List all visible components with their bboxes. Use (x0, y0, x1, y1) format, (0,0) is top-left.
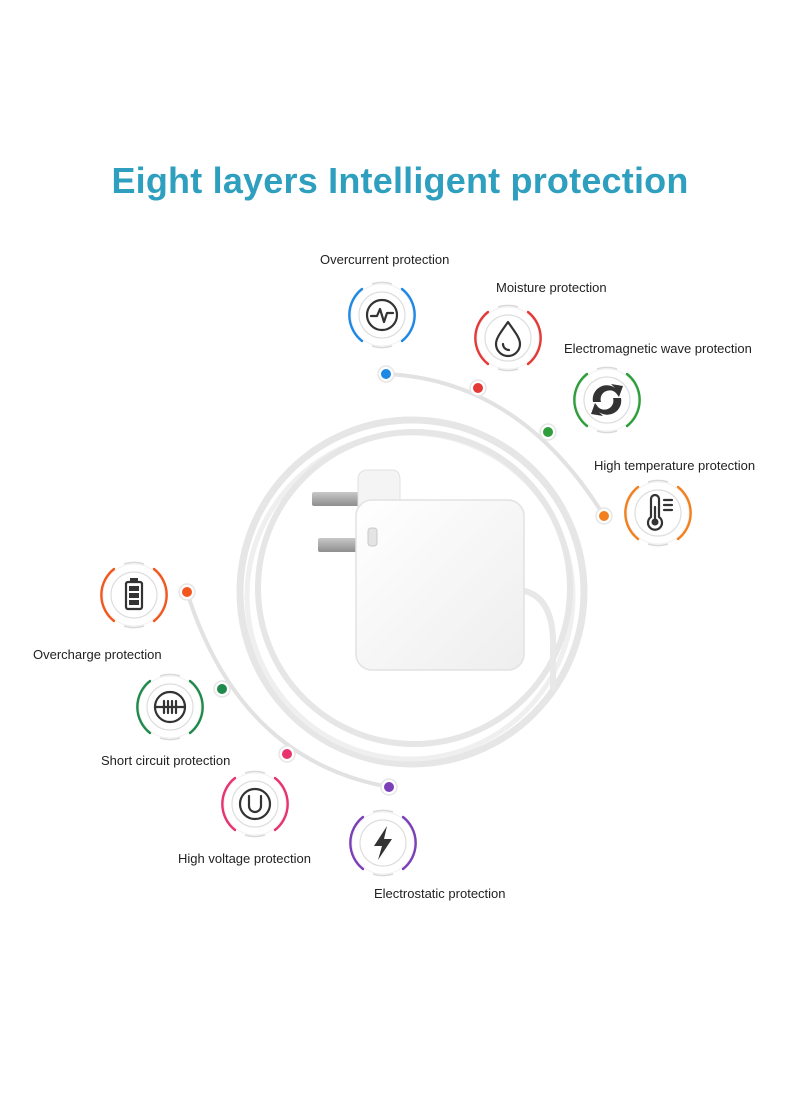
water-drop-icon (494, 320, 522, 358)
badge-ring-left (100, 567, 116, 623)
badge-ring-right (401, 815, 417, 871)
badge-ring-left (221, 776, 237, 832)
power-adapter (312, 469, 525, 671)
battery-icon (124, 578, 144, 611)
feature-badge (221, 770, 289, 838)
connector-dot (278, 745, 296, 763)
connector-dot (178, 583, 196, 601)
plug-pin-top (312, 492, 370, 506)
connector-dot (380, 778, 398, 796)
port-slot (367, 527, 378, 547)
feature-badge (573, 366, 641, 434)
thermometer-icon (646, 493, 674, 531)
badge-ring-left (349, 815, 365, 871)
badge-ring-right (400, 287, 416, 343)
badge-ring-left (624, 485, 640, 541)
feature-label: High temperature protection (594, 458, 756, 473)
connector-dot (469, 379, 487, 397)
badge-ring-right (188, 679, 204, 735)
feature-label: Electrostatic protection (374, 886, 506, 901)
lightning-icon (374, 826, 392, 860)
connector-dot (213, 680, 231, 698)
feature-badge (100, 561, 168, 629)
feature-label: Moisture protection (496, 280, 607, 295)
plug-pin-bottom (318, 538, 364, 552)
connector-dot (377, 365, 395, 383)
badge-ring-right (152, 567, 168, 623)
feature-label: Overcurrent protection (320, 252, 450, 267)
pulse-icon (365, 298, 399, 332)
feature-badge (136, 673, 204, 741)
feature-label: High voltage protection (178, 851, 311, 866)
badge-ring-right (526, 310, 542, 366)
badge-ring-left (136, 679, 152, 735)
feature-badge (348, 281, 416, 349)
connector-dot (539, 423, 557, 441)
badge-ring-right (625, 372, 641, 428)
circuit-icon (153, 690, 187, 724)
feature-label: Short circuit protection (101, 753, 231, 768)
feature-badge (349, 809, 417, 877)
feature-badge (474, 304, 542, 372)
refresh-arrows-icon (591, 384, 623, 416)
voltage-u-icon (238, 787, 272, 821)
page-title: Eight layers Intelligent protection (111, 160, 689, 201)
connector-arc-left (185, 590, 391, 789)
feature-label: Electromagnetic wave protection (564, 341, 752, 356)
badge-ring-right (273, 776, 289, 832)
badge-ring-left (474, 310, 490, 366)
connector-arc-top (384, 372, 606, 518)
badge-ring-right (676, 485, 692, 541)
feature-badge (624, 479, 692, 547)
connector-dot (595, 507, 613, 525)
badge-ring-left (348, 287, 364, 343)
badge-ring-left (573, 372, 589, 428)
adapter-body (355, 499, 525, 671)
coiled-cable (236, 416, 588, 768)
feature-label: Overcharge protection (33, 647, 162, 662)
